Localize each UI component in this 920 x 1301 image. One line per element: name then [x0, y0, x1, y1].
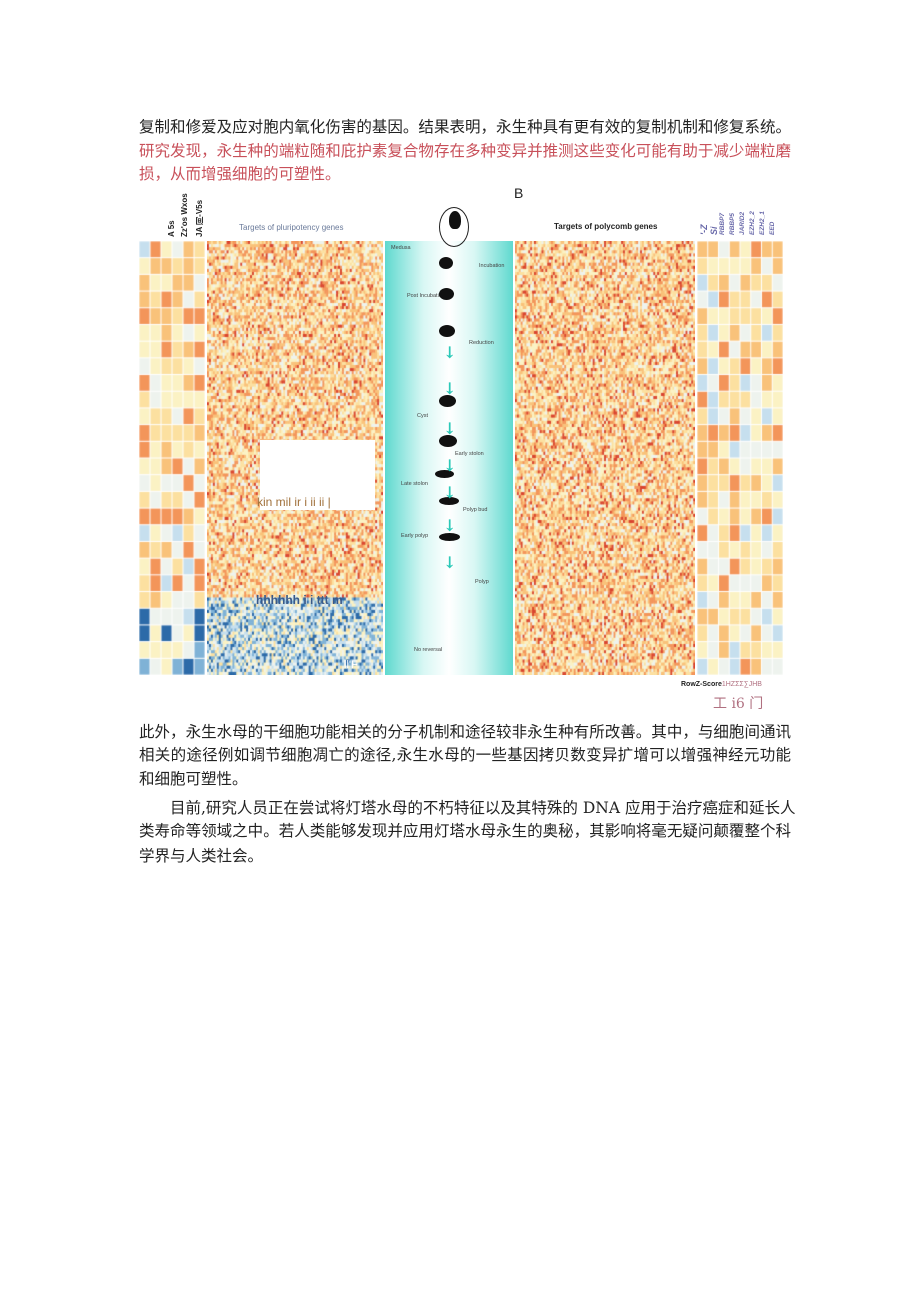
stage-label: Incubation	[479, 263, 505, 269]
medusa-body-icon	[449, 211, 461, 229]
column-label: A 5s	[167, 220, 176, 237]
column-label: RBBP5	[729, 212, 736, 235]
arrow-down-icon: ↓	[443, 419, 457, 438]
color-legend: RowZ-Score1HZΣΣ∑JHB	[681, 681, 762, 688]
text-line: 复制和修爱及应对胞内氧化伤害的基因。结果表明，永生种具有更有效的复制机制和修复系…	[139, 118, 791, 136]
arrow-down-icon: ↓	[443, 516, 457, 535]
column-label: JA 间-V5s	[195, 199, 204, 237]
artifact-text: hhhhhh i i ttt m	[256, 593, 343, 607]
column-label: '-Z	[699, 224, 709, 235]
organism-stage-icon	[439, 257, 453, 269]
stage-label: Cyst	[417, 413, 428, 419]
organism-stage-icon	[439, 533, 460, 541]
text-line: 学界与人类社会。	[139, 847, 264, 865]
pluripotency-title: Targets of pluripotency genes	[239, 223, 344, 232]
life-cycle-diagram	[385, 241, 513, 675]
organism-stage-icon	[439, 435, 457, 447]
column-label: JARID2	[739, 211, 746, 235]
column-label: Zz'os Wxos	[180, 193, 189, 237]
organism-stage-icon	[439, 395, 456, 407]
arrow-down-icon: ↓	[443, 483, 457, 502]
artifact-text: ll'F	[344, 659, 358, 671]
legend-label: RowZ-Score	[681, 681, 722, 688]
stage-label: Post Incubation	[407, 293, 445, 299]
arrow-down-icon: ↓	[443, 343, 457, 362]
stage-label: Late stolon	[401, 481, 428, 487]
organism-stage-icon	[435, 470, 454, 478]
organism-stage-icon	[439, 497, 459, 505]
blank-patch	[260, 440, 375, 510]
organism-stage-icon	[439, 288, 454, 300]
arrow-down-icon: ↓	[443, 379, 457, 398]
organism-stage-icon	[439, 325, 455, 337]
heatmap-polycomb	[515, 241, 695, 675]
legend-scale: 1HZΣΣ∑JHB	[721, 681, 762, 688]
polycomb-title: Targets of polycomb genes	[554, 222, 658, 231]
stage-label: Early polyp	[401, 533, 429, 539]
column-label: EZH2_1	[759, 211, 766, 235]
stage-label: No reversal	[414, 647, 443, 653]
text-line: 目前,研究人员正在尝试将灯塔水母的不朽特征以及其特殊的 DNA 应用于治疗癌症和…	[139, 799, 796, 817]
artifact-text: kin mil ir i ii ii |	[257, 495, 331, 509]
figure-heatmap: B JA 间-V5s Zz'os Wxos A 5s Targets of pl…	[139, 185, 783, 712]
highlighted-text-line: 损，从而增强细胞的可塑性。	[139, 165, 341, 183]
text-line: 相关的途径例如调节细胞凋亡的途径,永生水母的一些基因拷贝数变异扩增可以增强神经元…	[139, 746, 791, 764]
heatmap-right-columns	[697, 241, 783, 675]
stage-label: Reduction	[469, 340, 494, 346]
column-label: EZH2_2	[749, 211, 756, 235]
arrow-down-icon: ↓	[443, 553, 457, 572]
heatmap-left-columns	[139, 241, 205, 675]
column-label: EED	[769, 221, 776, 235]
column-label: RBBP7	[719, 212, 726, 235]
text-line: 此外，永生水母的干细胞功能相关的分子机制和途径较非永生种有所改善。其中，与细胞间…	[139, 723, 791, 741]
arrow-down-icon: ↓	[443, 456, 457, 475]
figure-caption: 工 i6 门	[713, 696, 764, 712]
stage-label: Medusa	[391, 245, 411, 251]
stage-label: Early stolon	[455, 451, 484, 457]
text-line: 和细胞可塑性。	[139, 770, 248, 788]
text-line: 类寿命等领域之中。若人类能够发现并应用灯塔水母永生的奥秘，其影响将毫无疑问颠覆整…	[139, 822, 791, 840]
highlighted-text-line: 研究发现，永生种的端粒随和庇护素复合物存在多种变异并推测这些变化可能有助于减少端…	[139, 142, 791, 160]
stage-label: Polyp	[475, 579, 489, 585]
column-label: Si	[709, 226, 719, 235]
medusa-icon	[439, 207, 469, 247]
panel-label: B	[514, 185, 524, 201]
stage-label: Polyp bud	[463, 507, 488, 513]
